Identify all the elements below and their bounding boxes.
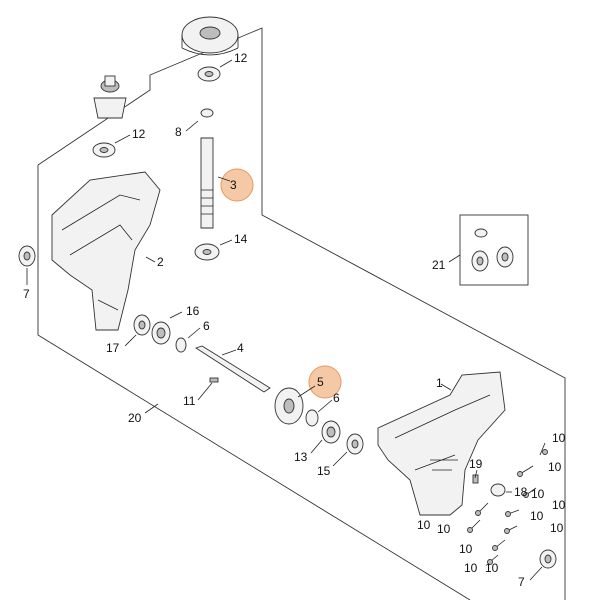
callout-10-j: 10 xyxy=(464,561,478,575)
callout-14: 14 xyxy=(234,232,248,246)
callout-13: 13 xyxy=(294,450,308,464)
shaft-4-part xyxy=(194,345,271,393)
kit-box xyxy=(459,214,529,286)
kit-ring-hole-a xyxy=(476,256,484,266)
left-bearing-hole xyxy=(99,147,109,153)
callout-10-k: 10 xyxy=(485,561,499,575)
ring-6-left-part xyxy=(175,337,187,353)
bearing-13-hole xyxy=(326,426,336,438)
callout-21: 21 xyxy=(432,258,446,272)
callout-15: 15 xyxy=(317,464,331,478)
screws-10-part xyxy=(467,442,548,565)
callout-10-f: 10 xyxy=(550,521,564,535)
callout-5: 5 xyxy=(317,375,324,389)
callout-10-i: 10 xyxy=(459,542,473,556)
bearing-16-hole xyxy=(156,327,166,339)
callout-8: 8 xyxy=(175,125,182,139)
ring-8-part xyxy=(200,108,214,118)
top-bearing-hole xyxy=(204,71,214,77)
callout-18: 18 xyxy=(514,485,528,499)
seal-7-right-hole xyxy=(544,554,552,564)
assembly-frame xyxy=(37,27,566,600)
callout-7-left: 7 xyxy=(23,287,30,301)
callout-4: 4 xyxy=(237,341,244,355)
ring-15-hole xyxy=(351,439,359,449)
housing-half-1-part xyxy=(377,371,506,516)
bearing-14-hole xyxy=(202,249,212,255)
callout-1: 1 xyxy=(436,376,443,390)
callout-10-h: 10 xyxy=(437,522,451,536)
left-bevel-gear-part xyxy=(93,75,127,119)
shaft-3-part xyxy=(200,137,214,229)
callout-17: 17 xyxy=(106,341,120,355)
shaft-3-splines xyxy=(201,189,213,215)
seal-7-left-hole xyxy=(23,251,31,261)
callout-2: 2 xyxy=(157,255,164,269)
callout-7-right: 7 xyxy=(518,575,525,589)
housing-half-2-part xyxy=(51,171,161,331)
callout-10-g: 10 xyxy=(417,518,431,532)
kit-ring-hole-b xyxy=(501,252,509,262)
ring-17-hole xyxy=(138,320,146,330)
callout-3: 3 xyxy=(230,178,237,192)
callout-16: 16 xyxy=(186,304,200,318)
leader-lines xyxy=(26,59,543,581)
callout-12-top: 12 xyxy=(234,51,248,65)
callout-10-b: 10 xyxy=(548,460,562,474)
callout-12-left: 12 xyxy=(132,127,146,141)
housing-half-1-ribs xyxy=(394,394,491,471)
callout-20: 20 xyxy=(128,411,142,425)
callout-11: 11 xyxy=(183,394,196,408)
callout-labels: 12 8 3 14 12 2 7 17 16 6 4 11 5 6 20 13 … xyxy=(23,51,566,589)
key-11-part xyxy=(209,377,219,383)
highlight-callout-5 xyxy=(308,365,342,399)
gear-5-part xyxy=(274,387,304,425)
kit-seal-part xyxy=(474,228,488,238)
callout-10-c: 10 xyxy=(531,487,545,501)
housing-half-2-ribs xyxy=(61,194,141,311)
callout-6-right: 6 xyxy=(333,391,340,405)
ring-6-right-part xyxy=(305,409,319,427)
callout-10-e: 10 xyxy=(530,509,544,523)
callout-6-left: 6 xyxy=(203,319,210,333)
callout-10-a: 10 xyxy=(552,431,566,445)
highlight-callout-3 xyxy=(220,168,254,202)
callout-10-d: 10 xyxy=(552,498,566,512)
callout-19: 19 xyxy=(469,457,483,471)
plug-18-part xyxy=(490,483,506,497)
top-gear-part xyxy=(181,16,239,56)
